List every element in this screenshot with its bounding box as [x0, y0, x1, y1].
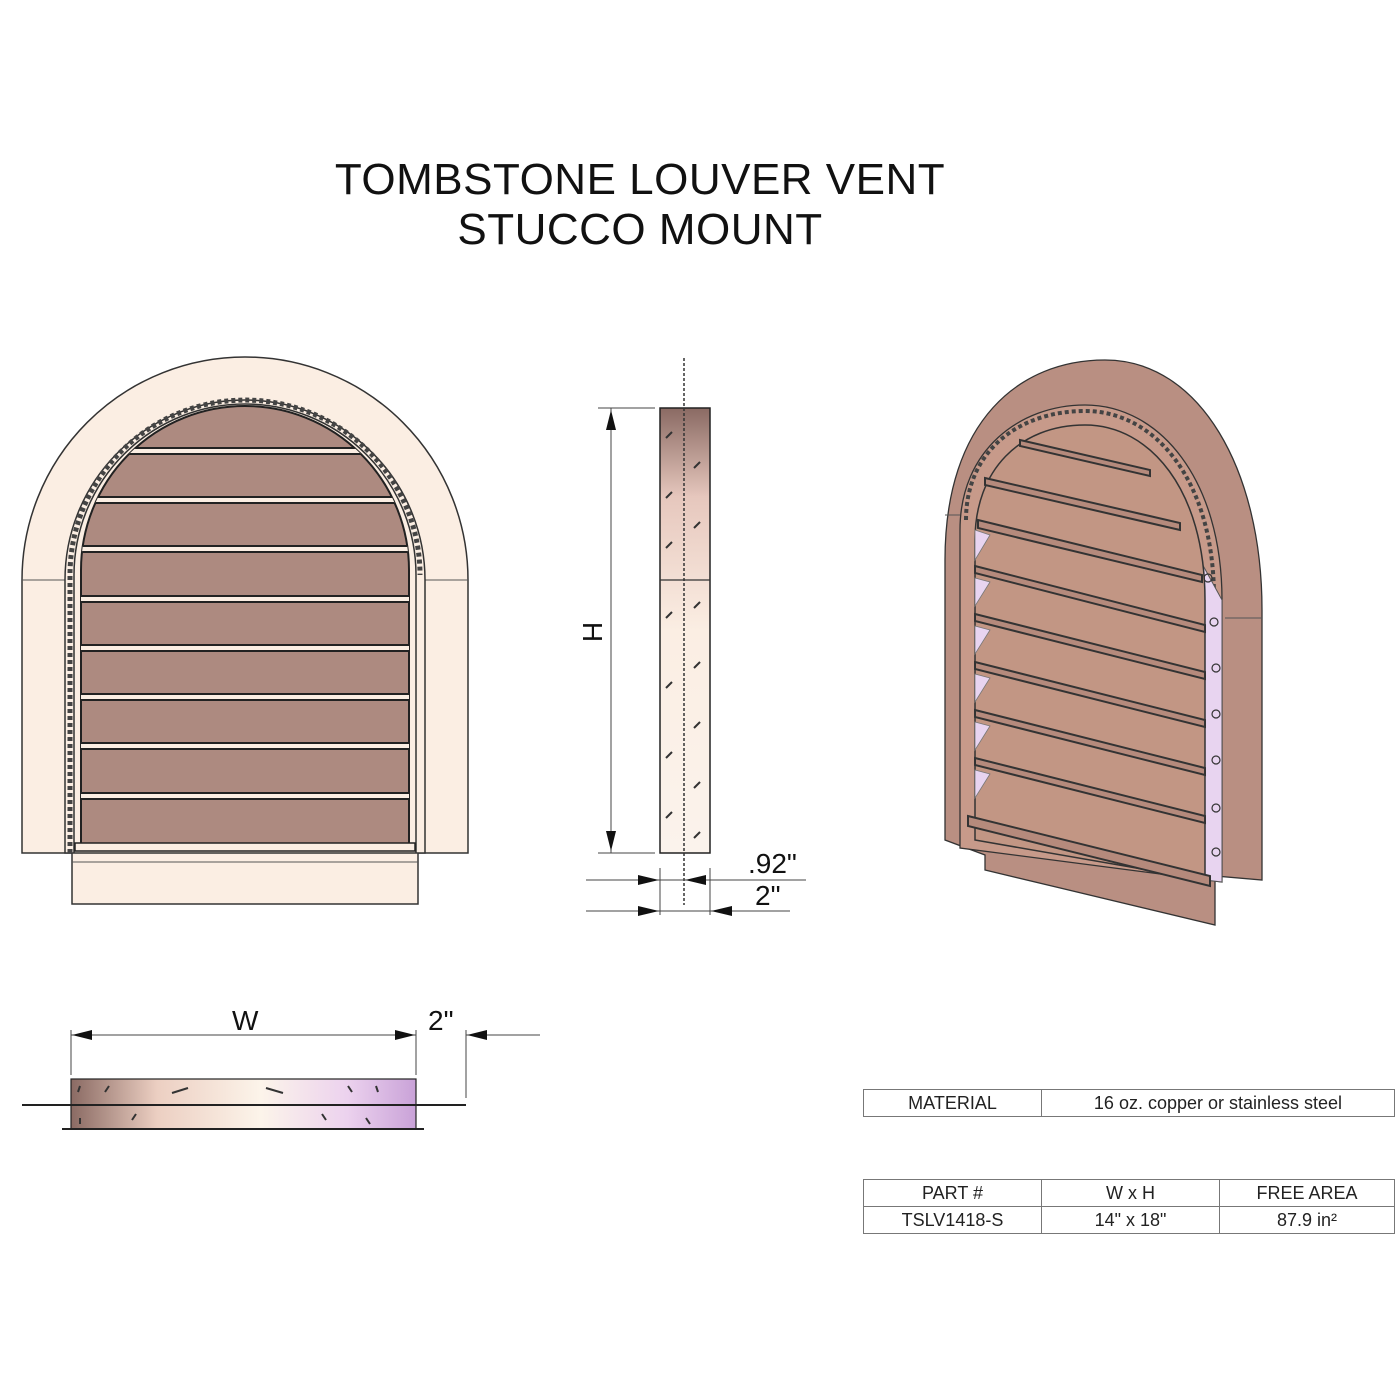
cell-dimensions: 14" x 18" [1041, 1206, 1220, 1234]
header-free-area: FREE AREA [1219, 1179, 1395, 1207]
depth-dimension-label-92: .92" [748, 848, 797, 879]
flange-dimension-label: 2" [428, 1005, 454, 1036]
cell-part-number: TSLV1418-S [863, 1206, 1042, 1234]
material-table: MATERIAL 16 oz. copper or stainless stee… [863, 1089, 1395, 1117]
part-table-header-row: PART # W x H FREE AREA [863, 1179, 1395, 1207]
depth-dimension-label-2: 2" [755, 880, 781, 911]
title-line-1: TOMBSTONE LOUVER VENT [334, 155, 946, 204]
material-label: MATERIAL [863, 1089, 1042, 1117]
material-row: MATERIAL 16 oz. copper or stainless stee… [863, 1089, 1395, 1117]
cell-free-area: 87.9 in² [1219, 1206, 1395, 1234]
part-table: PART # W x H FREE AREA TSLV1418-S 14" x … [863, 1179, 1395, 1234]
front-elevation-view [21, 356, 469, 905]
title-line-2: STUCCO MOUNT [457, 205, 823, 254]
material-value: 16 oz. copper or stainless steel [1041, 1089, 1395, 1117]
height-dimension-label: H [577, 621, 609, 643]
table-row: TSLV1418-S 14" x 18" 87.9 in² [863, 1206, 1395, 1234]
header-dimensions: W x H [1041, 1179, 1220, 1207]
width-dimension-label: W [232, 1005, 259, 1036]
header-part-number: PART # [863, 1179, 1042, 1207]
